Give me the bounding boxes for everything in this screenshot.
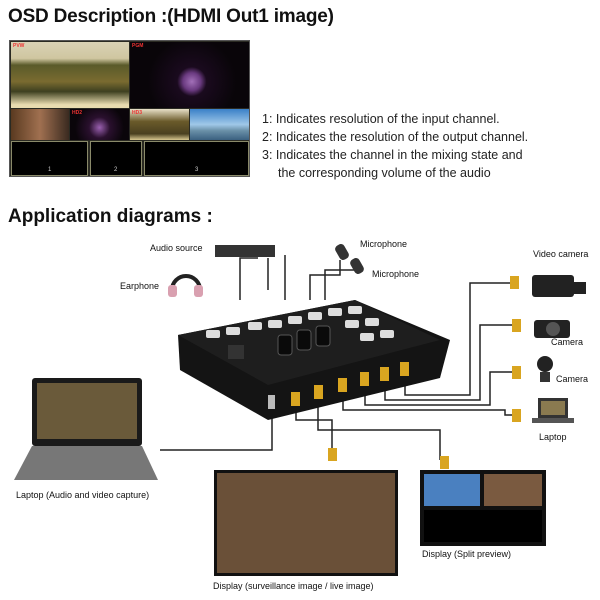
pvw-window: PVW <box>11 42 129 108</box>
hdmi-connectors <box>291 276 521 469</box>
note-1: 1: Indicates resolution of the input cha… <box>262 112 500 126</box>
note-3: 3: Indicates the channel in the mixing s… <box>262 148 523 162</box>
earphone-icon <box>168 274 203 297</box>
info-number: 3 <box>195 167 199 173</box>
info-panel-3: 3 <box>144 141 249 176</box>
video-camera-icon <box>532 275 586 297</box>
info-panel-1: 1 <box>11 141 88 176</box>
webcam-icon <box>537 356 553 382</box>
label-microphone-2: Microphone <box>372 269 420 279</box>
info-number: 1 <box>48 167 52 173</box>
input-2-window: HD2 <box>70 109 129 140</box>
label-camera-2: Camera <box>556 374 589 384</box>
application-title: Application diagrams : <box>8 206 213 227</box>
label-laptop-left: Laptop (Audio and video capture) <box>16 490 150 500</box>
info-number: 2 <box>114 167 118 173</box>
label-earphone: Earphone <box>120 281 160 291</box>
camera-icon <box>534 320 570 338</box>
info-panel-2: 2 <box>90 141 142 176</box>
hd3-tag: HD3 <box>132 110 143 116</box>
osd-title: OSD Description :(HDMI Out1 image) <box>8 6 334 27</box>
label-camera-1: Camera <box>551 337 584 347</box>
cables <box>160 255 515 460</box>
microphone-icons <box>335 244 364 274</box>
pgm-tag: PGM <box>132 43 144 49</box>
display-live-icon <box>214 470 398 576</box>
note-2: 2: Indicates the resolution of the outpu… <box>262 130 529 144</box>
laptop-left-icon <box>14 378 158 480</box>
pgm-window: PGM <box>130 42 249 108</box>
note-3-cont: the corresponding volume of the audio <box>278 166 491 180</box>
mixer-device <box>178 300 450 420</box>
label-laptop-right: Laptop <box>539 432 567 442</box>
usb-connector <box>268 395 275 409</box>
label-audio-source: Audio source <box>150 243 203 253</box>
input-4-window <box>190 109 249 140</box>
display-split-icon <box>420 470 546 546</box>
pvw-tag: PVW <box>13 43 25 49</box>
osd-preview-image: PVW PGM HD2 HD3 1 2 3 <box>9 40 250 177</box>
hd2-tag: HD2 <box>72 110 83 116</box>
audio-source-device <box>215 245 275 257</box>
label-video-camera: Video camera <box>533 249 589 259</box>
input-1-window <box>11 109 69 140</box>
label-display-live: Display (surveillance image / live image… <box>213 581 374 591</box>
input-3-window: HD3 <box>130 109 189 140</box>
t-bar-fader <box>228 345 244 359</box>
osd-notes: 1: Indicates resolution of the input cha… <box>262 110 528 182</box>
laptop-right-icon <box>532 398 574 423</box>
label-display-split: Display (Split preview) <box>422 549 512 559</box>
label-microphone-1: Microphone <box>360 239 408 249</box>
